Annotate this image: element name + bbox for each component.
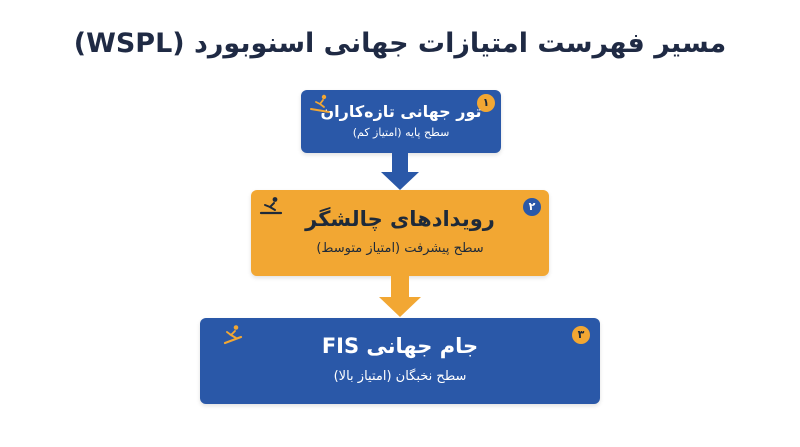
snowboarder-icon — [259, 197, 283, 215]
snowboarder-icon — [223, 325, 243, 345]
level-name: رویدادهای چالشگر — [305, 207, 495, 231]
arrow-down-icon — [379, 276, 421, 317]
level-name: جام جهانی FIS — [321, 334, 479, 358]
snowboarder-icon — [310, 94, 330, 113]
arrow-down-icon — [381, 153, 419, 190]
level-description: سطح پیشرفت (امتیاز متوسط) — [316, 241, 484, 256]
level-box-challenger: ۲ رویدادهای چالشگر سطح پیشرفت (امتیاز مت… — [251, 190, 549, 276]
step-badge: ۳ — [572, 326, 590, 344]
level-box-rookie: ۱ تور جهانی تازه‌کاران سطح پایه (امتیاز … — [301, 90, 501, 153]
level-description: سطح پایه (امتیاز کم) — [352, 126, 450, 139]
level-box-world-cup: ۳ جام جهانی FIS سطح نخبگان (امتیاز بالا) — [200, 318, 600, 404]
level-name: تور جهانی تازه‌کاران — [320, 102, 482, 121]
diagram-title: مسیر فهرست امتیازات جهانی اسنوبورد (WSPL… — [73, 28, 727, 59]
level-description: سطح نخبگان (امتیاز بالا) — [333, 369, 467, 384]
step-badge: ۲ — [523, 198, 541, 216]
step-badge: ۱ — [477, 94, 495, 112]
